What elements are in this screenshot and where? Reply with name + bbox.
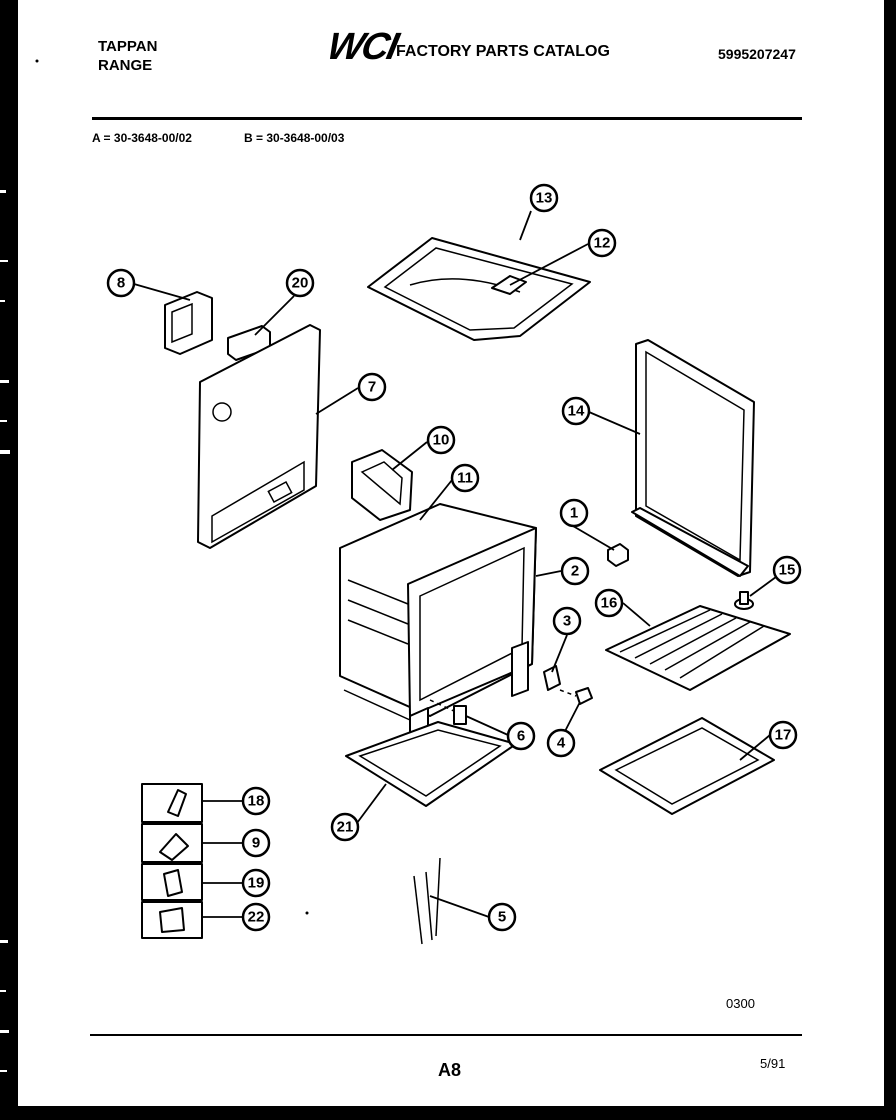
brand-name: TAPPAN — [98, 38, 158, 55]
svg-text:2: 2 — [571, 563, 579, 580]
svg-text:11: 11 — [457, 470, 473, 487]
callout-18: 18 — [241, 786, 271, 816]
svg-text:1: 1 — [570, 505, 578, 522]
bottom-panel-part-21 — [345, 721, 517, 807]
switch-part-8 — [164, 291, 213, 355]
callout-13: 13 — [529, 183, 559, 213]
callout-1: 1 — [559, 498, 589, 528]
oven-body-part-2 — [339, 503, 537, 753]
callout-3: 3 — [552, 606, 582, 636]
pin-part-6 — [429, 699, 467, 725]
svg-text:18: 18 — [248, 793, 265, 810]
callout-5: 5 — [487, 902, 517, 932]
callout-22: 22 — [241, 902, 271, 932]
callout-11: 11 — [450, 463, 480, 493]
callout-19: 19 — [241, 868, 271, 898]
svg-text:16: 16 — [601, 595, 618, 612]
callout-6: 6 — [506, 721, 536, 751]
callout-14: 14 — [561, 396, 591, 426]
callout-16: 16 — [594, 588, 624, 618]
callout-9: 9 — [241, 828, 271, 858]
rack-part-16 — [605, 605, 791, 691]
callout-4: 4 — [546, 728, 576, 758]
svg-text:13: 13 — [536, 190, 553, 207]
callout-15: 15 — [772, 555, 802, 585]
svg-text:7: 7 — [368, 379, 376, 396]
diagram-code: 0300 — [726, 996, 755, 1011]
small-parts-box — [141, 783, 203, 939]
leader-lines — [133, 210, 781, 918]
catalog-title: FACTORY PARTS CATALOG — [396, 43, 610, 60]
svg-text:4: 4 — [557, 735, 566, 752]
model-b: B = 30-3648-00/03 — [244, 131, 345, 145]
product-type: RANGE — [98, 57, 153, 74]
svg-text:14: 14 — [568, 403, 585, 420]
svg-text:10: 10 — [433, 432, 450, 449]
svg-text:9: 9 — [252, 835, 260, 852]
callout-7: 7 — [357, 372, 387, 402]
callout-17: 17 — [768, 720, 798, 750]
door-frame-part-14 — [631, 339, 755, 577]
callout-10: 10 — [426, 425, 456, 455]
callout-8: 8 — [106, 268, 136, 298]
svg-text:17: 17 — [775, 727, 792, 744]
catalog-number: 5995207247 — [718, 46, 796, 62]
leg-part-15 — [734, 591, 754, 610]
svg-text:15: 15 — [779, 562, 796, 579]
svg-text:8: 8 — [117, 275, 125, 292]
callout-12: 12 — [587, 228, 617, 258]
svg-text:21: 21 — [337, 819, 354, 836]
scan-edge-marks — [0, 190, 10, 1072]
callout-21: 21 — [330, 812, 360, 842]
svg-text:3: 3 — [563, 613, 571, 630]
svg-text:12: 12 — [594, 235, 611, 252]
svg-text:22: 22 — [248, 909, 265, 926]
page-number: A8 — [438, 1060, 462, 1080]
scan-dot — [305, 911, 309, 915]
top-panel-part-13 — [367, 237, 591, 341]
callout-2: 2 — [560, 556, 590, 586]
rods-part-5 — [413, 857, 441, 945]
revision-date: 5/91 — [760, 1056, 786, 1071]
svg-text:5: 5 — [498, 909, 506, 926]
svg-text:19: 19 — [248, 875, 265, 892]
footer-rule — [90, 1034, 802, 1036]
svg-text:20: 20 — [292, 275, 309, 292]
back-panel-part-7 — [197, 324, 321, 549]
broiler-pan-part-17 — [599, 717, 775, 815]
scan-dot — [35, 59, 39, 63]
callout-20: 20 — [285, 268, 315, 298]
header-rule — [92, 117, 802, 120]
model-a: A = 30-3648-00/02 — [92, 131, 192, 145]
igniter-part-3 — [543, 665, 561, 691]
fitting-part-4 — [559, 687, 593, 705]
vent-part-10 — [351, 449, 413, 521]
svg-text:6: 6 — [517, 728, 525, 745]
